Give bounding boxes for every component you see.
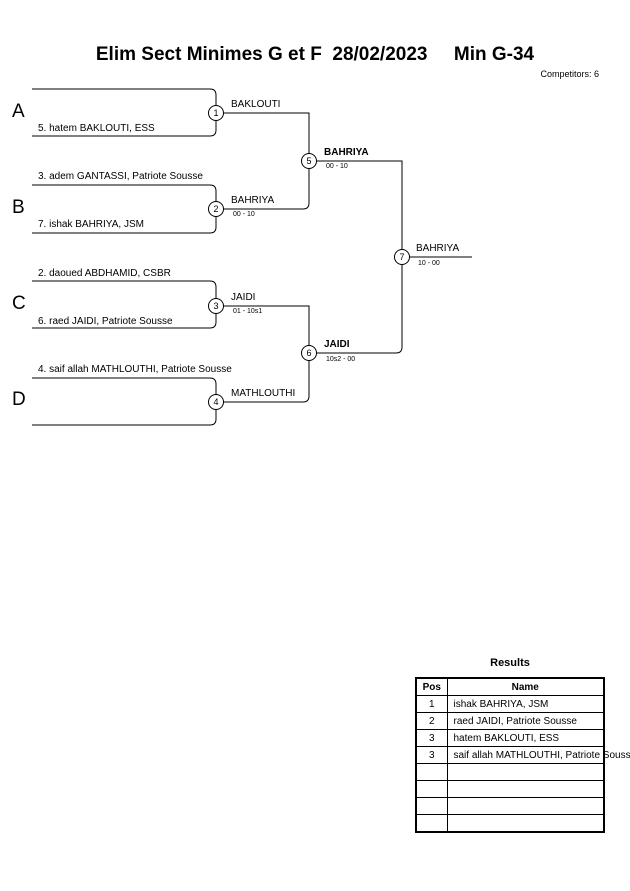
table-row <box>415 814 605 833</box>
pool-label-d: D <box>12 389 26 410</box>
match-node-4: 4 <box>208 394 224 410</box>
match-4-winner: MATHLOUTHI <box>231 388 296 399</box>
competitors-count: Competitors: 6 <box>540 69 599 79</box>
results-header-pos: Pos <box>415 677 448 696</box>
m1-winner-line <box>216 112 310 161</box>
results-header-name: Name <box>446 677 605 696</box>
result-pos: 1 <box>415 695 448 713</box>
result-pos: 3 <box>415 746 448 764</box>
pair-lines-d <box>32 377 217 426</box>
result-name <box>446 780 605 798</box>
match-5-score: 00 - 10 <box>326 163 348 170</box>
result-name: ishak BAHRIYA, JSM <box>446 695 605 713</box>
match-node-3: 3 <box>208 298 224 314</box>
result-name: hatem BAKLOUTI, ESS <box>446 729 605 747</box>
m6-winner-line <box>309 257 403 354</box>
result-name <box>446 797 605 815</box>
slot-3: 3. adem GANTASSI, Patriote Sousse <box>38 171 203 182</box>
m3-winner-line <box>216 305 310 353</box>
match-6-winner: JAIDI <box>324 339 350 350</box>
results-table: Pos Name 1 ishak BAHRIYA, JSM 2 raed JAI… <box>415 677 630 833</box>
results-header-row: Pos Name <box>415 677 605 696</box>
table-row: 2 raed JAIDI, Patriote Sousse <box>415 712 605 730</box>
match-node-5: 5 <box>301 153 317 169</box>
slot-2: 5. hatem BAKLOUTI, ESS <box>38 123 155 134</box>
slot-6: 6. raed JAIDI, Patriote Sousse <box>38 316 173 327</box>
m4-winner-line <box>216 353 310 403</box>
match-2-score: 00 - 10 <box>233 211 255 218</box>
result-name: raed JAIDI, Patriote Sousse <box>446 712 605 730</box>
result-name <box>446 814 605 833</box>
m5-winner-line <box>309 160 403 257</box>
match-7-score: 10 - 00 <box>418 260 440 267</box>
slot-7: 4. saif allah MATHLOUTHI, Patriote Souss… <box>38 364 232 375</box>
result-pos: 2 <box>415 712 448 730</box>
match-5-winner: BAHRIYA <box>324 147 369 158</box>
match-3-score: 01 - 10s1 <box>233 308 263 315</box>
result-pos <box>415 780 448 798</box>
result-pos: 3 <box>415 729 448 747</box>
pool-label-c: C <box>12 293 26 314</box>
pool-label-b: B <box>12 197 25 218</box>
match-7-winner: BAHRIYA <box>416 243 460 254</box>
page-title: Elim Sect Minimes G et F 28/02/2023 Min … <box>95 44 535 65</box>
table-row: 3 hatem BAKLOUTI, ESS <box>415 729 605 747</box>
table-row <box>415 763 605 781</box>
m2-winner-line <box>216 161 310 210</box>
slot-5: 2. daoued ABDHAMID, CSBR <box>38 268 171 279</box>
match-3-winner: JAIDI <box>231 292 256 303</box>
match-1-winner: BAKLOUTI <box>231 99 281 110</box>
result-name: saif allah MATHLOUTHI, Patriote Sousse <box>446 746 630 764</box>
match-node-2: 2 <box>208 201 224 217</box>
match-node-6: 6 <box>301 345 317 361</box>
result-pos <box>415 797 448 815</box>
table-row <box>415 780 605 798</box>
match-6-score: 10s2 - 00 <box>326 356 356 363</box>
results-title: Results <box>490 657 530 669</box>
match-node-7: 7 <box>394 249 410 265</box>
pool-label-a: A <box>12 101 25 122</box>
match-2-winner: BAHRIYA <box>231 195 275 206</box>
table-row <box>415 797 605 815</box>
result-pos <box>415 814 448 833</box>
table-row: 3 saif allah MATHLOUTHI, Patriote Sousse <box>415 746 630 764</box>
slot-4: 7. ishak BAHRIYA, JSM <box>38 219 144 230</box>
result-pos <box>415 763 448 781</box>
result-name <box>446 763 605 781</box>
table-row: 1 ishak BAHRIYA, JSM <box>415 695 605 713</box>
match-node-1: 1 <box>208 105 224 121</box>
